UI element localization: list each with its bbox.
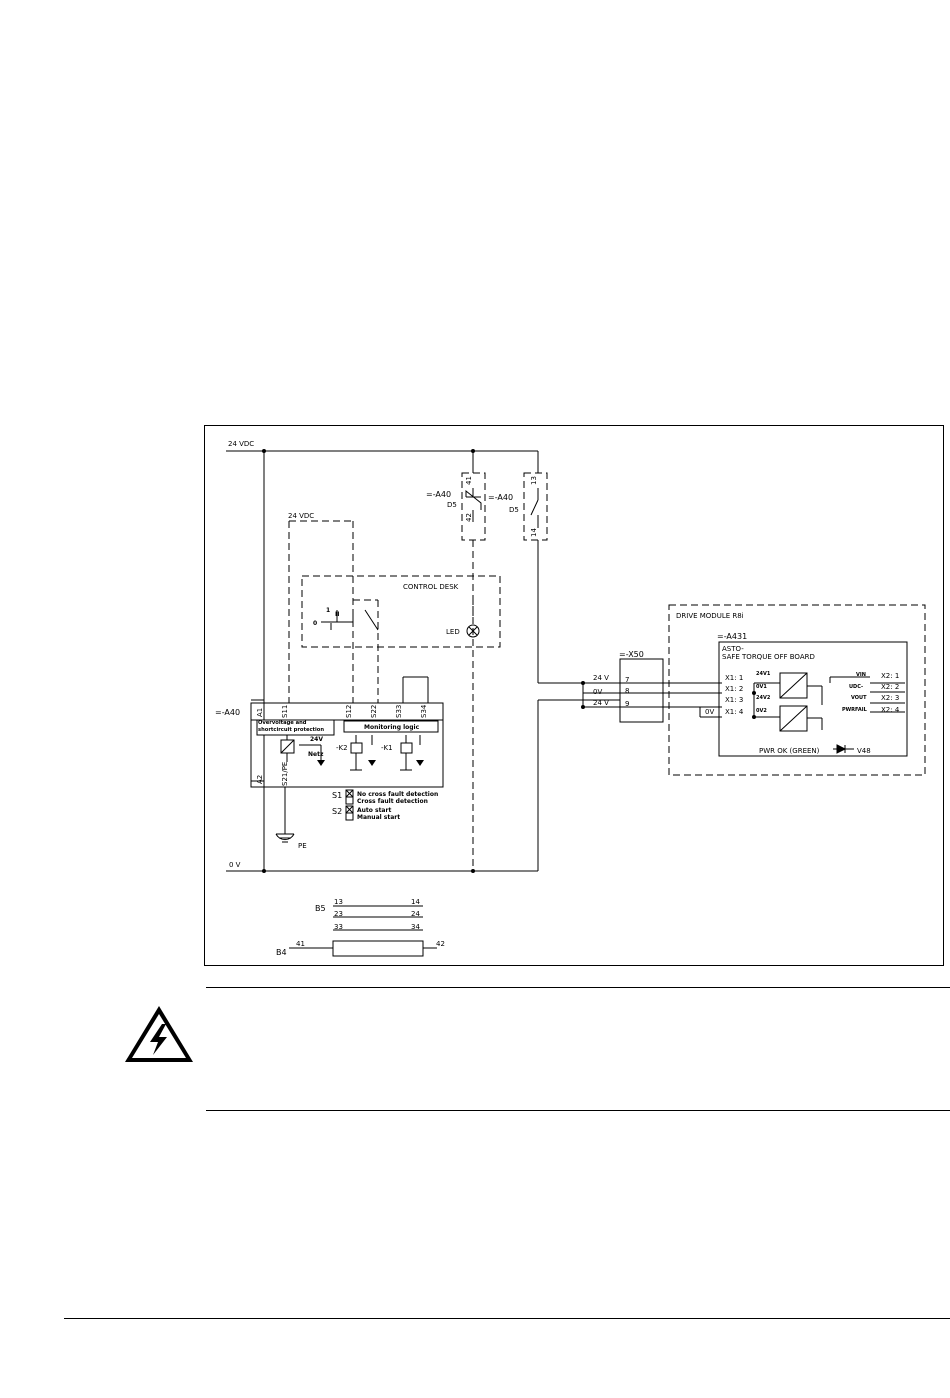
terminal-13: 13 (530, 476, 538, 485)
contact-34: 34 (411, 923, 420, 931)
diagram-frame (204, 425, 944, 966)
0v1-label: 0V1 (756, 684, 767, 690)
v48-label: V48 (857, 747, 871, 755)
b5-label: B5 (315, 904, 326, 913)
desk-pos-2: II (335, 611, 339, 618)
vin-label: VIN (856, 672, 866, 678)
contact-23: 23 (334, 910, 343, 918)
k2-label: -K2 (336, 744, 348, 752)
contact-33: 33 (334, 923, 343, 931)
x50-terminal-9: 9 (625, 700, 629, 708)
24v2-label: 24V2 (756, 695, 771, 701)
d5-right-label: D5 (509, 506, 519, 514)
x1-4-label: X1: 4 (725, 708, 744, 716)
asto-board-ref: =-A431 (717, 632, 747, 641)
monitoring-logic-label: Monitoring logic (364, 724, 420, 731)
terminal-x50-ref: =-X50 (619, 650, 644, 659)
terminal-41: 41 (465, 476, 473, 485)
d5-left-label: D5 (447, 501, 457, 509)
terminal-s22: S22 (370, 705, 378, 718)
contact-13: 13 (334, 898, 343, 906)
monitoring-logic-block (343, 720, 439, 733)
contact-14: 14 (411, 898, 420, 906)
0v2-label: 0V2 (756, 708, 767, 714)
x50-line-9-label: 24 V (593, 699, 609, 707)
terminal-s34: S34 (420, 704, 428, 718)
pe-label: PE (298, 842, 307, 850)
terminal-a1: A1 (256, 708, 264, 717)
zero-rail-label: 0 V (229, 861, 241, 869)
terminal-a2: A2 (256, 775, 264, 784)
s2-option-1: Auto start (357, 807, 391, 814)
safety-relay-block (250, 702, 444, 788)
terminal-s33: S33 (395, 705, 403, 718)
terminal-s11: S11 (281, 705, 289, 718)
x1-3-label: X1: 3 (725, 696, 743, 704)
terminal-s12: S12 (345, 705, 353, 718)
control-desk-title: CONTROL DESK (403, 583, 459, 591)
protection-block-label: Overvoltage and shortcircuit protection (258, 720, 325, 733)
x1-4-0v-label: 0V (705, 708, 714, 716)
x2-3-label: X2: 3 (881, 694, 899, 702)
pwr-ok-label: PWR OK (GREEN) (759, 747, 820, 755)
b4-label: B4 (276, 948, 287, 957)
high-voltage-warning-icon (125, 1006, 193, 1062)
terminal-42: 42 (465, 513, 473, 522)
contact-42: 42 (436, 940, 445, 948)
contact-no-ref-label: =-A40 (488, 493, 513, 502)
pwrfail-label: PWRFAIL (842, 707, 868, 713)
x50-terminal-8: 8 (625, 687, 629, 695)
s1-option-1: No cross fault detection (357, 791, 438, 798)
x50-line-8-label: 0V (593, 688, 602, 696)
pwr-ok-led-icon (833, 744, 854, 754)
relay-ref-label: =-A40 (215, 708, 240, 717)
udc-label: UDC- (849, 684, 863, 690)
terminal-14: 14 (530, 528, 538, 537)
terminal-block-x50 (619, 658, 664, 723)
local-supply-label: 24 VDC (288, 512, 314, 520)
asto-name-line-1: ASTO- (722, 645, 744, 653)
contact-24: 24 (411, 910, 420, 918)
k1-label: -K1 (381, 744, 393, 752)
24v1-label: 24V1 (756, 671, 771, 677)
relay-24v-label: 24V (310, 736, 323, 743)
x1-1-label: X1: 1 (725, 674, 743, 682)
s1-option-2: Cross fault detection (357, 798, 428, 805)
supply-rail-label: 24 VDC (228, 440, 254, 448)
s2-option-2: Manual start (357, 814, 400, 821)
x2-4-label: X2: 4 (881, 706, 900, 714)
x1-2-label: X1: 2 (725, 685, 743, 693)
desk-pos-1: 1 (326, 607, 330, 614)
contact-nc-ref-label: =-A40 (426, 490, 451, 499)
x50-line-7-label: 24 V (593, 674, 609, 682)
x2-2-label: X2: 2 (881, 683, 899, 691)
asto-name-line-2: SAFE TORQUE OFF BOARD (722, 653, 815, 661)
terminal-s21-pe: S21/PE (281, 762, 289, 786)
x50-terminal-7: 7 (625, 676, 629, 684)
asto-board (718, 641, 908, 757)
led-label: LED (446, 628, 460, 636)
s1-label: S1 (332, 791, 342, 800)
netz-label: Netz (308, 751, 324, 758)
x2-1-label: X2: 1 (881, 672, 899, 680)
drive-module-title: DRIVE MODULE R8i (676, 612, 744, 620)
contact-41: 41 (296, 940, 305, 948)
vout-label: VOUT (851, 695, 867, 701)
s2-label: S2 (332, 807, 342, 816)
desk-pos-0: 0 (313, 620, 317, 627)
